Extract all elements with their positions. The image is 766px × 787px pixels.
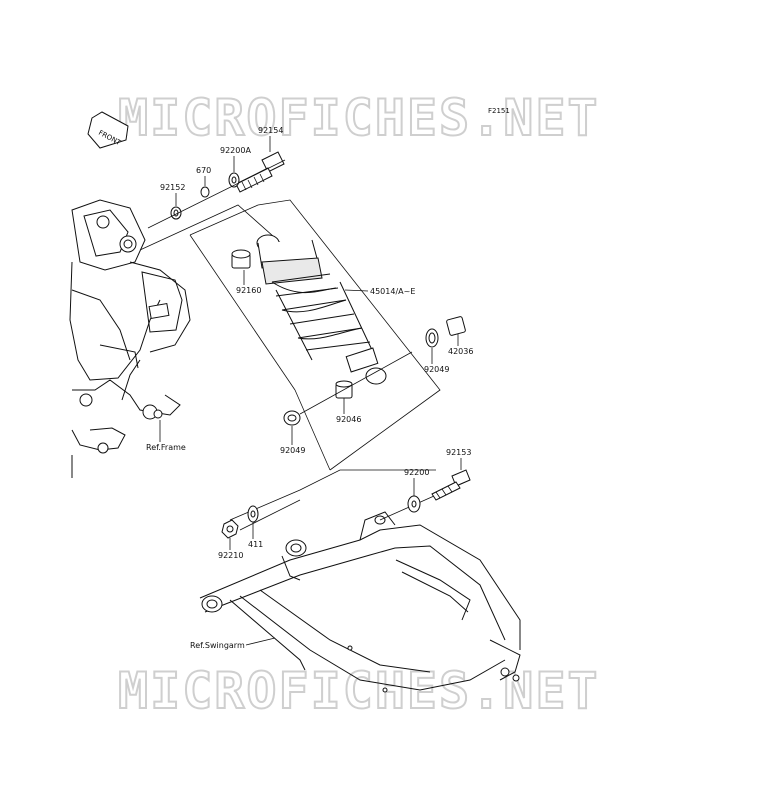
front-arrow-icon: FRONT — [87, 111, 129, 149]
part-92210 — [221, 519, 239, 539]
label-92049-left: 92049 — [280, 446, 305, 455]
part-92152 — [170, 206, 182, 220]
label-92046: 92046 — [336, 415, 361, 424]
ref-frame-label: Ref.Frame — [146, 443, 186, 452]
label-92153: 92153 — [446, 448, 471, 457]
label-411: 411 — [248, 540, 263, 549]
part-92154 — [235, 151, 285, 193]
leader-line — [189, 204, 259, 236]
label-92200: 92200 — [404, 468, 429, 477]
label-92152: 92152 — [160, 183, 185, 192]
part-670 — [200, 186, 210, 198]
leader-line — [229, 469, 436, 521]
frame-illustration — [69, 199, 191, 478]
watermark-top: MICROFICHES.NET — [118, 89, 600, 147]
ref-swingarm-label: Ref.Swingarm — [190, 641, 245, 650]
lower-axis — [299, 351, 413, 415]
leader-line — [257, 199, 441, 471]
label-92160: 92160 — [236, 286, 261, 295]
part-92200 — [407, 495, 421, 513]
part-92200A — [228, 172, 240, 188]
label-92154: 92154 — [258, 126, 283, 135]
label-670: 670 — [196, 166, 211, 175]
label-42036: 42036 — [448, 347, 473, 356]
diagram-code: F2151 — [488, 107, 510, 115]
part-92049-right — [425, 328, 439, 348]
part-45014-shock-absorber — [256, 234, 387, 385]
part-411 — [247, 505, 259, 523]
upper-bolt-axis — [147, 159, 286, 229]
part-42036 — [446, 316, 466, 336]
label-45014: 45014/A~E — [370, 287, 415, 296]
label-92210: 92210 — [218, 551, 243, 560]
part-92153 — [431, 469, 471, 501]
label-92049-right: 92049 — [424, 365, 449, 374]
watermark-bottom: MICROFICHES.NET — [118, 662, 600, 720]
swingarm-illustration — [199, 511, 521, 693]
part-92049-left — [283, 410, 301, 426]
part-92160 — [231, 249, 251, 269]
label-92200A: 92200A — [220, 146, 251, 155]
leader-line — [189, 234, 296, 391]
leader-line — [239, 499, 301, 531]
leader-line — [294, 389, 331, 471]
